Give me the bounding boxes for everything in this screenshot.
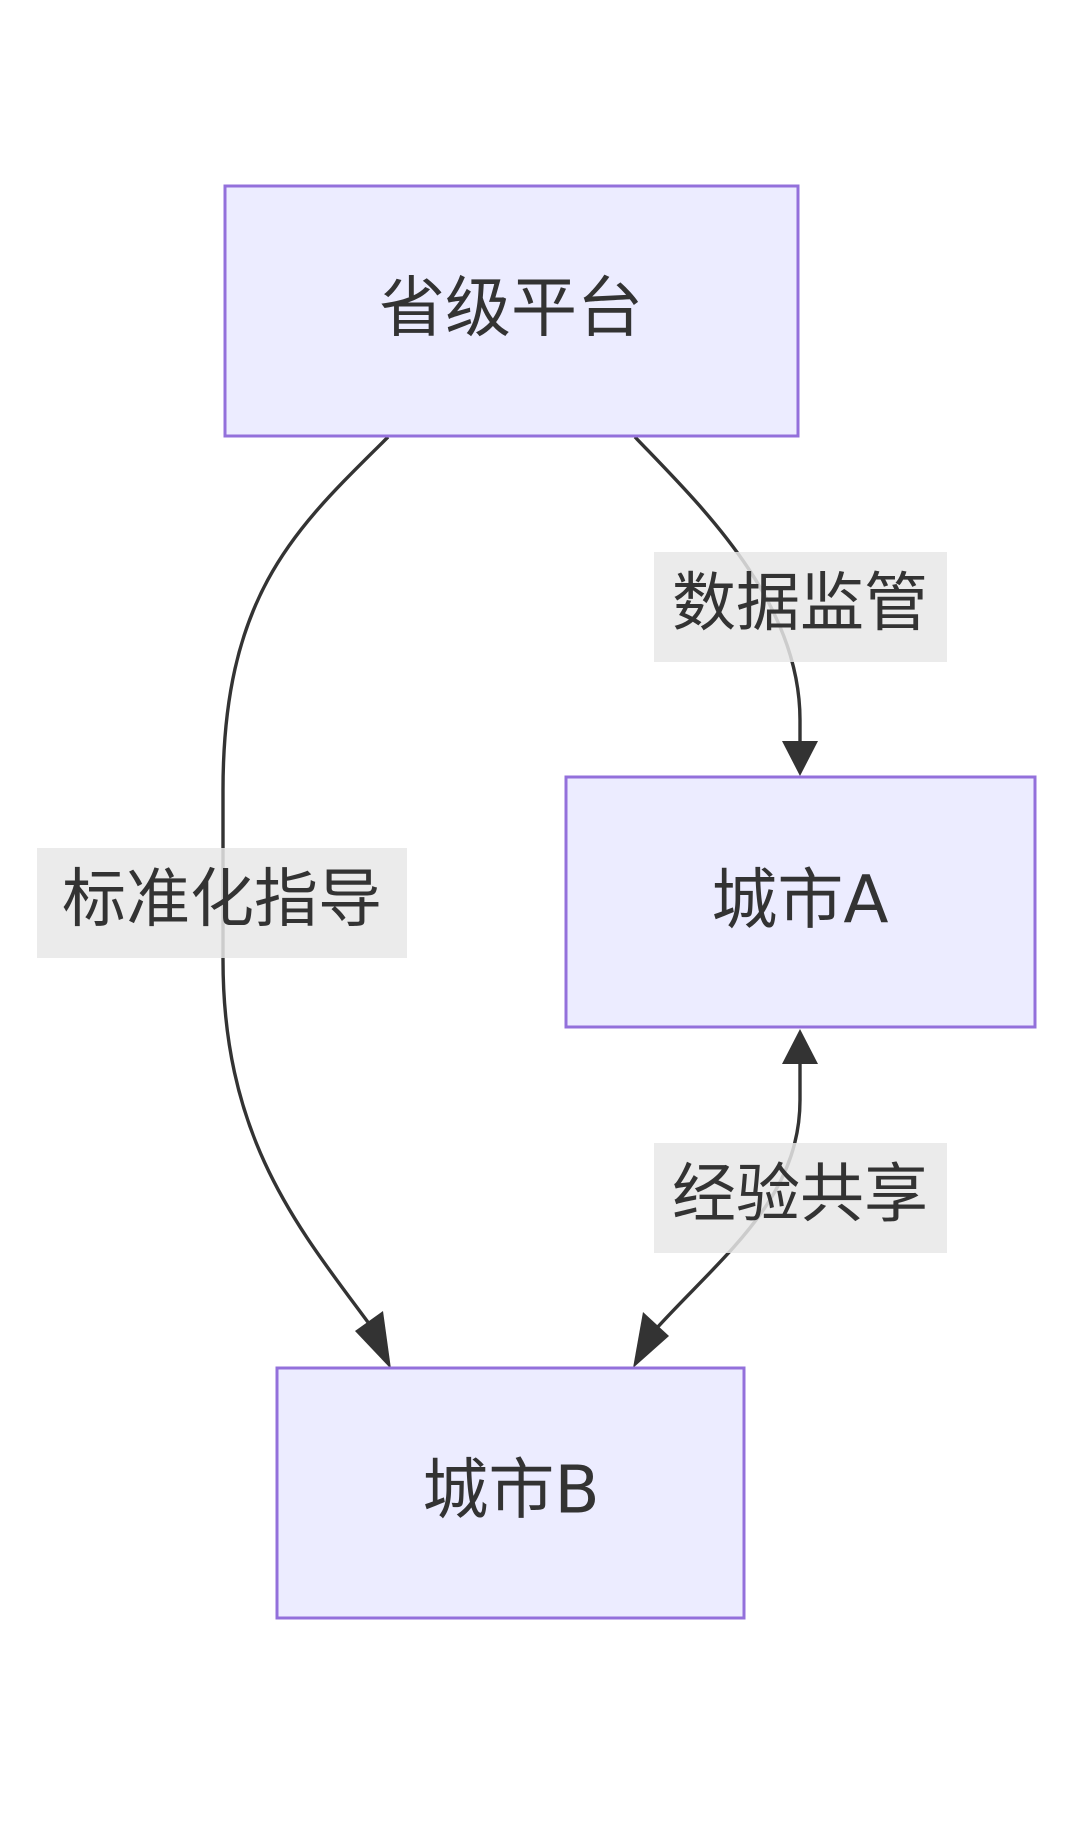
node-city-b[interactable]: 城市B: [275, 1366, 746, 1620]
edge-label-data-supervision: 数据监管: [654, 552, 947, 662]
edge-label-standard-guidance: 标准化指导: [37, 848, 407, 958]
node-city-a[interactable]: 城市A: [564, 775, 1037, 1029]
edge-label-text: 数据监管: [672, 567, 928, 641]
edge-label-text: 经验共享: [672, 1158, 928, 1232]
arrowhead-down-right-icon: [355, 1311, 391, 1369]
edge-label-text: 标准化指导: [62, 863, 382, 937]
arrowhead-down-left-icon: [633, 1312, 669, 1368]
edge-label-experience-sharing: 经验共享: [654, 1143, 947, 1253]
arrowhead-up-icon: [782, 1029, 818, 1064]
node-label: 城市B: [422, 1452, 599, 1529]
node-province-platform[interactable]: 省级平台: [223, 184, 800, 438]
node-label: 省级平台: [379, 270, 643, 347]
arrowhead-down-icon: [782, 741, 818, 776]
node-label: 城市A: [711, 862, 888, 939]
